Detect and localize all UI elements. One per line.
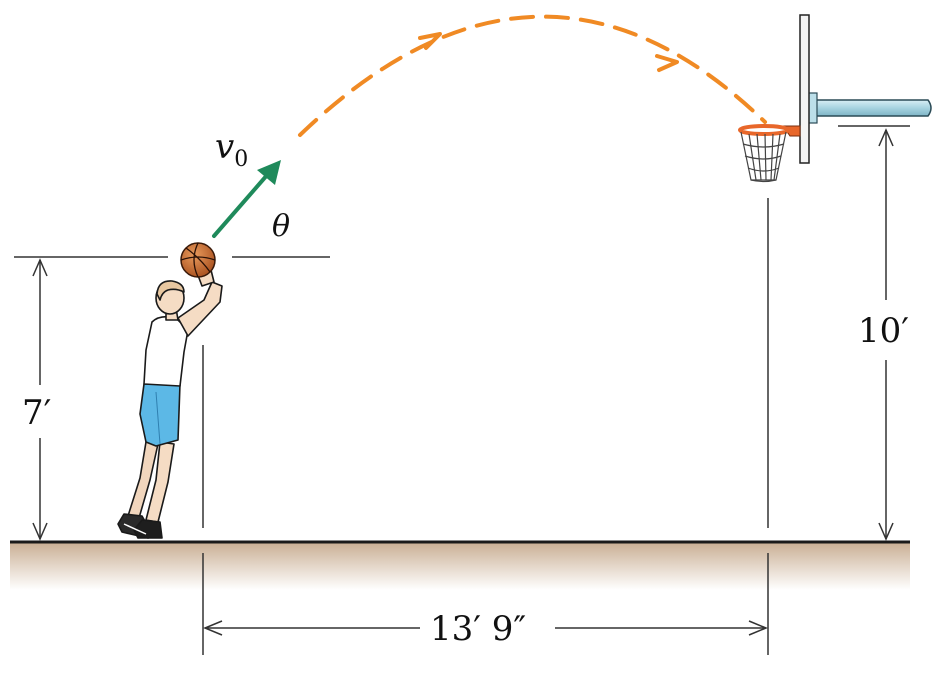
player-hair: [156, 280, 185, 301]
shooter-height-label: 7′: [22, 393, 51, 433]
basketball-hoop: [738, 14, 932, 183]
trajectory-arrow-1: [418, 32, 442, 50]
trajectory-path: [298, 14, 767, 137]
horizontal-distance-dimension: [203, 620, 768, 636]
velocity-label: v0: [215, 127, 248, 172]
backboard: [799, 14, 810, 164]
velocity-arrow: [212, 160, 281, 238]
basketball: [180, 242, 216, 278]
rim: [738, 124, 790, 136]
player-arm: [177, 281, 223, 337]
support-pole: [814, 99, 932, 117]
net: [740, 131, 787, 183]
player-shirt: [143, 315, 189, 387]
player-shorts: [139, 383, 181, 447]
horizontal-distance-label: 13′ 9″: [430, 609, 526, 649]
ground: [10, 540, 910, 590]
angle-label: θ: [272, 209, 290, 244]
trajectory-arrow-2: [655, 54, 679, 72]
shooter-height-dimension: [32, 258, 48, 541]
basketball-player: [117, 265, 223, 539]
rim-height-dimension: [838, 125, 910, 541]
trajectory: [298, 14, 767, 137]
rim-height-label: 10′: [858, 311, 909, 351]
